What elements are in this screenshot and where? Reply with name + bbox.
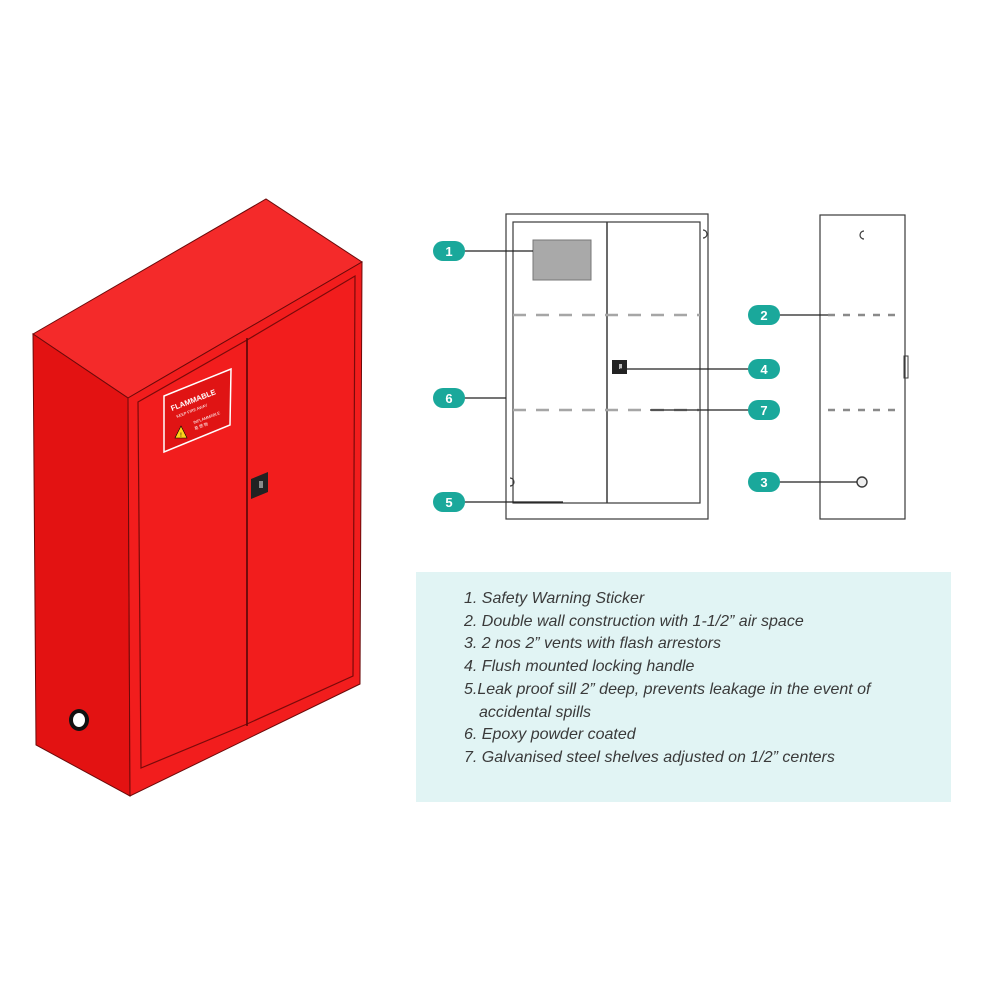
side-vent-icon: [856, 476, 868, 488]
red-cabinet-illustration: FLAMMABLE KEEP FIRE AWAY INFLAMMABLE 易 燃…: [32, 198, 363, 797]
legend-panel: 1. Safety Warning Sticker 2. Double wall…: [416, 572, 951, 802]
legend-item-6: 6. Epoxy powder coated: [464, 726, 636, 744]
callout-5: 5: [433, 492, 465, 512]
svg-text:6: 6: [445, 391, 452, 406]
svg-text:5: 5: [445, 495, 452, 510]
sticker-line4: 易 燃 物: [193, 420, 208, 431]
legend-item-1: 1. Safety Warning Sticker: [464, 590, 645, 607]
front-view-drawing: [505, 213, 709, 520]
svg-text:3: 3: [760, 475, 767, 490]
svg-text:4: 4: [760, 362, 768, 377]
side-view-drawing: [819, 214, 909, 520]
legend-item-3: 3. 2 nos 2” vents with flash arrestors: [464, 635, 721, 653]
legend-item-5-continued: accidental spills: [479, 703, 592, 721]
svg-text:7: 7: [760, 403, 767, 418]
leader-lines: [463, 250, 857, 503]
legend-list: 1. Safety Warning Sticker 2. Double wall…: [464, 588, 951, 770]
flammable-sticker: FLAMMABLE KEEP FIRE AWAY INFLAMMABLE 易 燃…: [163, 367, 232, 454]
callout-3: 3: [748, 472, 780, 492]
legend-item-5: 5.Leak proof sill 2” deep, prevents leak…: [464, 680, 871, 698]
callout-1: 1: [433, 241, 465, 261]
callout-7: 7: [748, 400, 780, 420]
callout-6: 6: [433, 388, 465, 408]
svg-text:2: 2: [760, 308, 767, 323]
fire-icon: !: [180, 433, 182, 439]
callout-2: 2: [748, 305, 780, 325]
svg-text:1: 1: [445, 244, 452, 259]
legend-item-2: 2. Double wall construction with 1-1/2” …: [464, 612, 804, 630]
warning-triangle-icon: [174, 425, 188, 439]
vent-icon: [69, 709, 89, 731]
lock-handle-icon: [251, 472, 268, 499]
sticker-placeholder: [532, 239, 592, 281]
hinge-icon: [702, 229, 708, 239]
legend-item-4: 4. Flush mounted locking handle: [464, 658, 695, 676]
legend-item-7: 7. Galvanised steel shelves adjusted on …: [464, 748, 835, 766]
callout-4: 4: [748, 359, 780, 379]
side-hinge-icon: [859, 230, 865, 240]
